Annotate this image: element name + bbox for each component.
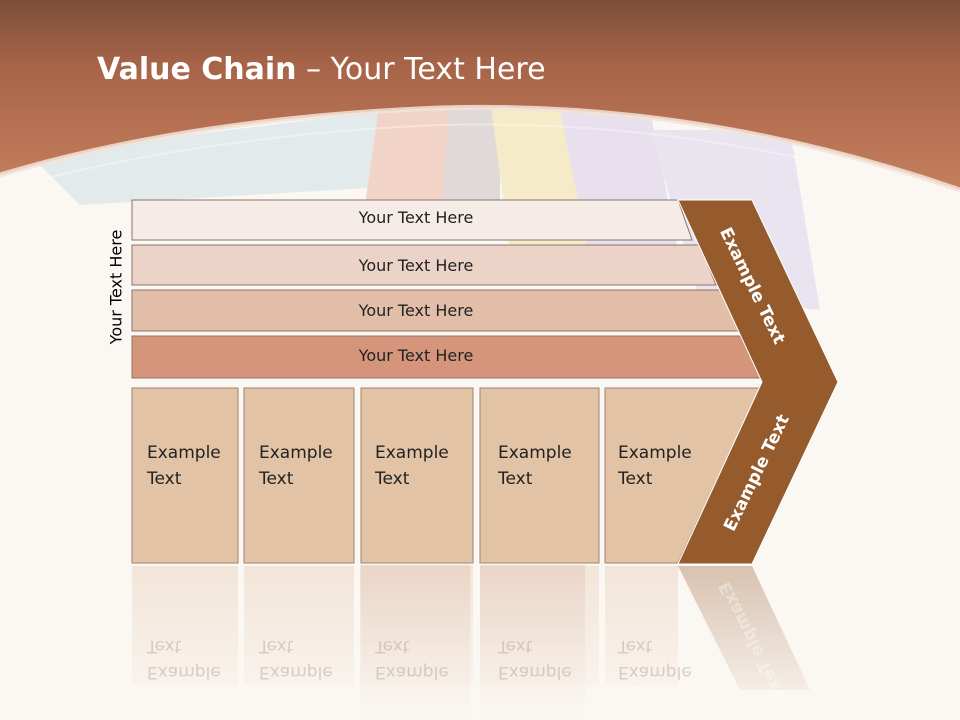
box-3-line1: Example — [375, 443, 449, 463]
box-3-line2: Text — [375, 469, 410, 489]
box-4-line1: Example — [498, 443, 572, 463]
title-bold: Value Chain — [97, 52, 297, 87]
box-2-line2: Text — [259, 469, 294, 489]
box-4 — [479, 387, 600, 564]
bar-label-2: Your Text Here — [358, 256, 474, 275]
box-1 — [131, 387, 239, 564]
box-2-line1: Example — [259, 443, 333, 463]
header-band — [0, 0, 960, 190]
bar-label-1: Your Text Here — [358, 208, 474, 227]
bar-1 — [131, 199, 693, 241]
box-4-line2: Text — [498, 469, 533, 489]
box-2 — [243, 387, 355, 564]
title-rest: – Your Text Here — [296, 52, 546, 87]
bars-group — [131, 199, 765, 379]
boxes-group — [131, 387, 761, 564]
reflection-fade — [0, 560, 960, 720]
bar-label-4: Your Text Here — [358, 346, 474, 365]
box-1-line1: Example — [147, 443, 221, 463]
box-1-line2: Text — [147, 469, 182, 489]
box-5-line2: Text — [618, 469, 653, 489]
box-3 — [360, 387, 474, 564]
box-5-line1: Example — [618, 443, 692, 463]
side-label: Your Text Here — [106, 229, 126, 345]
bar-2 — [131, 244, 717, 286]
header-arc-line — [0, 104, 960, 193]
bar-label-3: Your Text Here — [358, 301, 474, 320]
page-title: Value Chain – Your Text Here — [97, 52, 546, 87]
